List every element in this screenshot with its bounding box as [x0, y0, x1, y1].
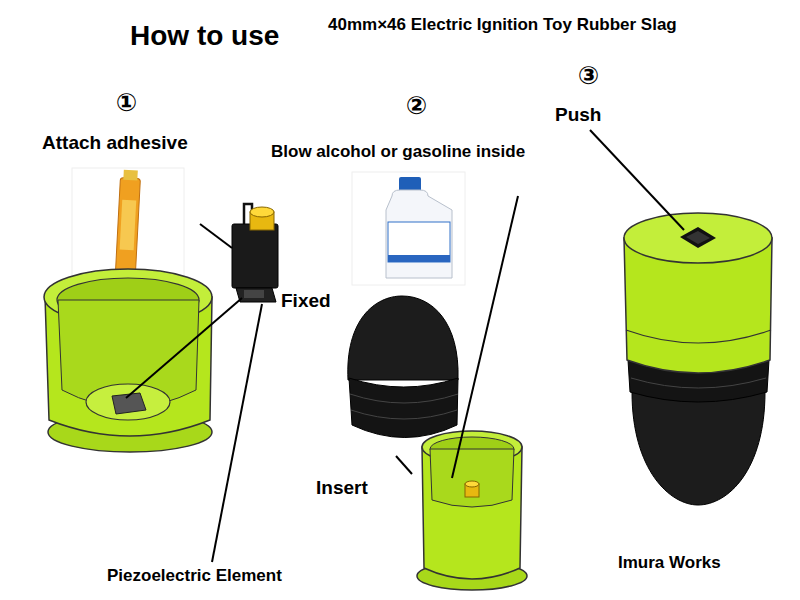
part-label: Piezoelectric Element: [107, 566, 282, 586]
callout-number: ①: [116, 89, 137, 118]
callout-number: ②: [406, 92, 427, 121]
step-label: Attach adhesive: [42, 132, 188, 154]
step-label: Push: [555, 104, 601, 126]
callout-number: ③: [578, 62, 599, 91]
page-title: How to use: [130, 20, 279, 52]
maker-name: Imura Works: [618, 553, 721, 573]
part-label: Insert: [316, 477, 368, 499]
step-label: Blow alcohol or gasoline inside: [271, 142, 525, 162]
part-label: Fixed: [281, 290, 331, 312]
subtitle: 40mm×46 Electric Ignition Toy Rubber Sla…: [328, 15, 677, 35]
